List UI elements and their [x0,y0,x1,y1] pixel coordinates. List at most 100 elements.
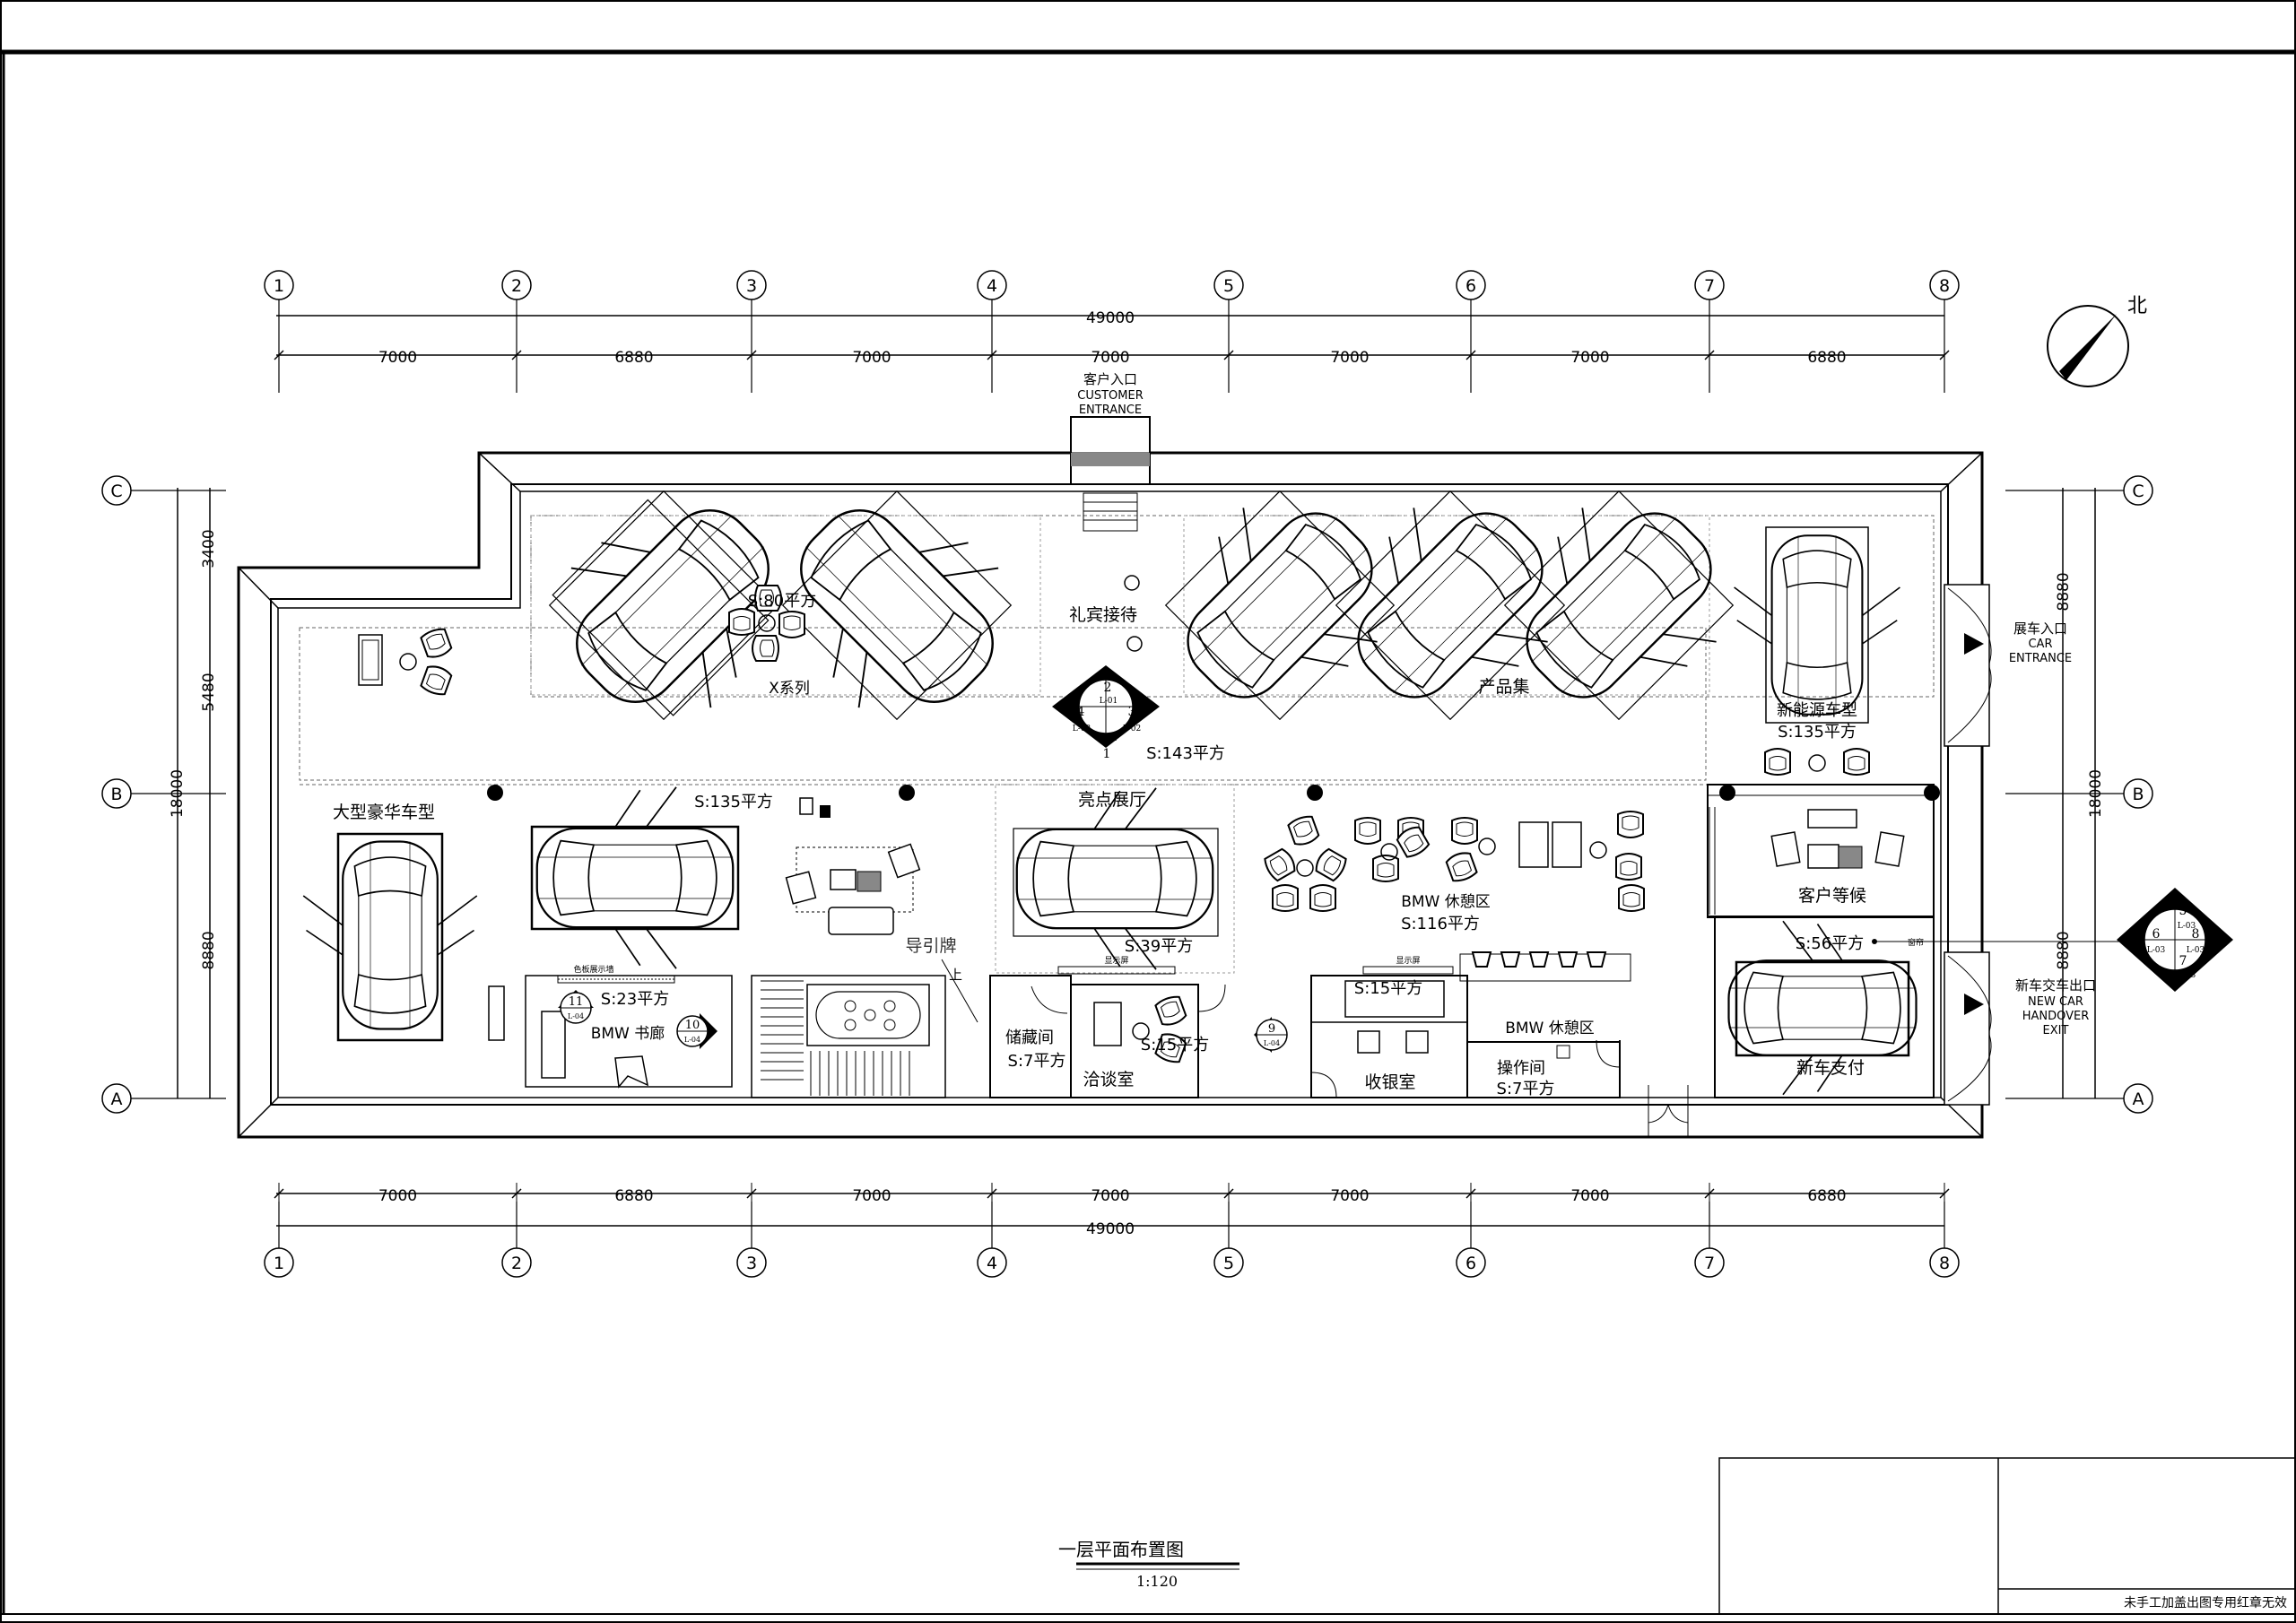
x-series-label: X系列 [769,680,810,698]
dim-span-label: 7000 [1570,349,1609,367]
dim-span-label: 7000 [378,349,417,367]
marker1-l3: L-02 [1123,725,1141,733]
marker2-l3: L-03 [2178,971,2196,980]
grid-bubble-col-1: 1 [264,1247,294,1278]
car-entrance-en2: ENTRANCE [2009,652,2072,665]
grid-col-label: 8 [1939,1254,1950,1273]
marker1-l2: L-02 [1073,725,1091,733]
drawing-title-text: 一层平面布置图 [1058,1539,1184,1560]
new-energy-area: S:135平方 [1778,723,1857,742]
car-entrance-cn: 展车入口 [2013,621,2067,637]
storage-label: 储藏间 [1005,1028,1054,1047]
car-entrance-en1: CAR [2028,638,2052,651]
display-screen-label: 显示屏 [1104,956,1128,966]
grid-row-label: B [110,785,122,804]
negotiation-label: 洽谈室 [1083,1070,1134,1089]
grid-bubble-col-8: 8 [1929,1247,1960,1278]
handover-en3: EXIT [2043,1024,2069,1037]
zone-bmw-library: 色板展示墙 S:23平方 BMW 书廊 [525,964,733,1089]
marker11-l: L-04 [568,1012,584,1020]
bottom-door [1648,1085,1689,1137]
cashier-area: S:15平方 [1354,979,1422,998]
grid-col-label: 5 [1223,1254,1234,1273]
grid-row-label: A [111,1089,123,1109]
operation-area: S:7平方 [1497,1080,1555,1098]
north-arrow: 北 [2047,295,2147,387]
customer-entrance: 客户入口 CUSTOMER ENTRANCE [1070,371,1151,532]
library-area: S:23平方 [601,990,669,1009]
grid-bubble-col-1: 1 [264,270,294,300]
handover-en1: NEW CAR [2028,995,2083,1009]
customer-waiting-label: 客户等候 [1798,886,1866,906]
dim-span-label: 7000 [1091,349,1129,367]
zone-new-energy: 新能源车型 S:135平方 [1733,526,1901,776]
grid-bubble-col-7: 7 [1694,1247,1725,1278]
grid-col-label: 7 [1704,276,1715,296]
marker1-n4: 1 [1103,747,1111,761]
operation-label: 操作间 [1497,1059,1545,1078]
marker2-n4: 8 [2192,927,2200,942]
structural-columns [487,785,1940,801]
customer-entrance-en1: CUSTOMER [1077,389,1143,403]
title-block: 未手工加盖出图专用红章无效 [1718,1457,2296,1615]
dim-span-label: 7000 [1091,1187,1129,1205]
grid-bubble-row-C: C [101,475,132,506]
dim-top-total: 49000 [1086,309,1135,327]
marker11-n: 11 [569,995,584,1009]
grid-bubble-col-2: 2 [501,270,532,300]
car-entrance: 展车入口 CAR ENTRANCE [1944,584,2072,747]
grid-col-label: 3 [746,276,757,296]
building-walls [237,451,1984,1139]
dim-right-span-2: 8880 [2055,931,2073,969]
marker10-l: L-04 [684,1036,700,1044]
grid-row-label: C [2132,482,2144,501]
elevation-marker-9: 9 L-04 [1254,1017,1288,1053]
grid-col-label: 7 [1704,1254,1715,1273]
zone-luxury-sedan: S:135平方 [530,785,921,970]
dimension-right: 18000 8880 8880 [2055,488,2105,1098]
book-wall-label: 色板展示墙 [573,964,613,975]
grid-bubble-col-4: 4 [977,270,1007,300]
grid-col-label: 1 [274,276,284,296]
grid-bubble-row-A: A [101,1083,132,1114]
negotiation-area: S:15平方 [1141,1036,1209,1055]
marker2-n2: 6 [2152,927,2161,942]
zone-corner-lounge [358,625,454,699]
dim-span-label: 7000 [852,1187,891,1205]
x-series-area: S:80平方 [748,592,816,611]
grid-bubble-col-2: 2 [501,1247,532,1278]
stairs: 上 导引牌 [751,936,978,1098]
dim-left-span-1: 3400 [200,529,218,568]
marker1-l1: L-01 [1100,697,1118,706]
luxury-area: S:135平方 [694,793,773,812]
bmw-lounge-area: S:116平方 [1401,915,1480,933]
grid-col-label: 6 [1465,276,1476,296]
zone-x-series: X系列 S:80平方 [526,459,1044,753]
marker2-l1: L-03 [2178,922,2196,931]
grid-bubble-row-B: B [2123,778,2153,809]
dim-left-span-3: 8880 [200,931,218,969]
marker2-n3: 7 [2179,954,2187,968]
grid-row-label: A [2133,1089,2144,1109]
marker2-l4: L-03 [2187,946,2205,955]
dim-span-label: 6880 [1807,1187,1846,1205]
dim-span-label: 6880 [614,1187,653,1205]
zone-cashier: S:15平方 收银室 显示屏 [1310,956,1468,1098]
dim-left-span-2: 5480 [200,673,218,711]
highlight-hall-label: 亮点展厅 [1078,790,1146,810]
marker1-n1: 2 [1104,681,1112,695]
grid-col-label: 3 [746,1254,757,1273]
dimension-top: 49000 [276,309,1944,356]
dim-bottom-total: 49000 [1086,1220,1135,1238]
dimension-bottom: 49000 [276,1193,1944,1238]
grid-bubble-col-6: 6 [1456,270,1486,300]
grid-col-label: 2 [511,1254,522,1273]
marker2-l2: L-03 [2147,946,2166,955]
marker1-n3: 3 [1128,705,1136,719]
zone-bmw-lounge: BMW 休憩区 S:116平方 [1261,811,1645,982]
window-label: 窗帘 [1908,937,1924,948]
marker2-n1: 5 [2179,904,2187,918]
dimension-left: 18000 3400 5480 8880 [169,488,218,1098]
